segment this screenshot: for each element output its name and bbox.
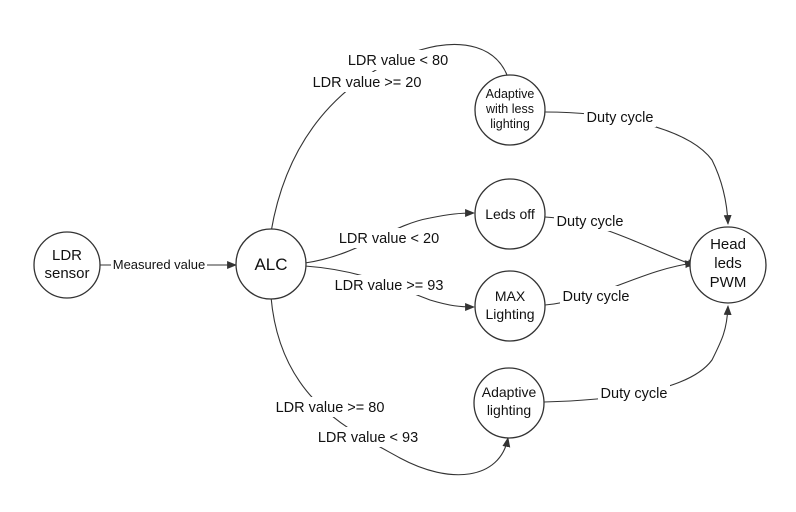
node-max-lighting-line: MAX — [495, 288, 526, 304]
label-ldr-ge-80: LDR value >= 80 — [276, 400, 385, 416]
node-head-leds-line: PWM — [710, 274, 747, 291]
edge-alc-to-adaptive-lighting — [270, 296, 511, 476]
label-ldr-ge-93: LDR value >= 93 — [335, 278, 444, 294]
label-ldr-lt-80: LDR value < 80 — [348, 53, 448, 69]
node-adaptive-lighting[interactable]: Adaptive lighting — [473, 367, 545, 439]
node-alc-label: ALC — [254, 255, 287, 274]
node-adaptive-lighting-line: lighting — [487, 402, 531, 418]
node-adaptive-less-line: lighting — [490, 117, 530, 131]
node-max-lighting[interactable]: MAX Lighting — [474, 270, 546, 342]
node-leds-off[interactable]: Leds off — [474, 178, 546, 250]
node-head-leds-line: Head — [710, 236, 746, 253]
edge-alc-to-leds-off — [304, 209, 475, 264]
label-duty-cycle-3: Duty cycle — [563, 289, 630, 305]
label-duty-cycle-2: Duty cycle — [557, 214, 624, 230]
node-adaptive-less-line: with less — [485, 102, 534, 116]
edge-adaptive-less-to-head — [544, 111, 732, 225]
edge-alc-to-max-lighting — [304, 265, 475, 311]
node-adaptive-less-line: Adaptive — [486, 87, 535, 101]
node-ldr-sensor-line: sensor — [44, 265, 89, 282]
edge-adaptive-lighting-to-head — [543, 305, 732, 403]
node-max-lighting-line: Lighting — [485, 306, 534, 322]
node-adaptive-lighting-line: Adaptive — [482, 384, 537, 400]
label-duty-cycle-1: Duty cycle — [587, 110, 654, 126]
label-measured-value: Measured value — [113, 257, 206, 272]
label-ldr-lt-20: LDR value < 20 — [339, 231, 439, 247]
node-head-leds-line: leds — [714, 255, 742, 272]
label-ldr-lt-93: LDR value < 93 — [318, 430, 418, 446]
node-alc[interactable]: ALC — [235, 228, 307, 300]
label-ldr-ge-20: LDR value >= 20 — [313, 75, 422, 91]
node-leds-off-label: Leds off — [485, 206, 535, 222]
node-ldr-sensor-line: LDR — [52, 247, 82, 264]
label-duty-cycle-4: Duty cycle — [601, 386, 668, 402]
